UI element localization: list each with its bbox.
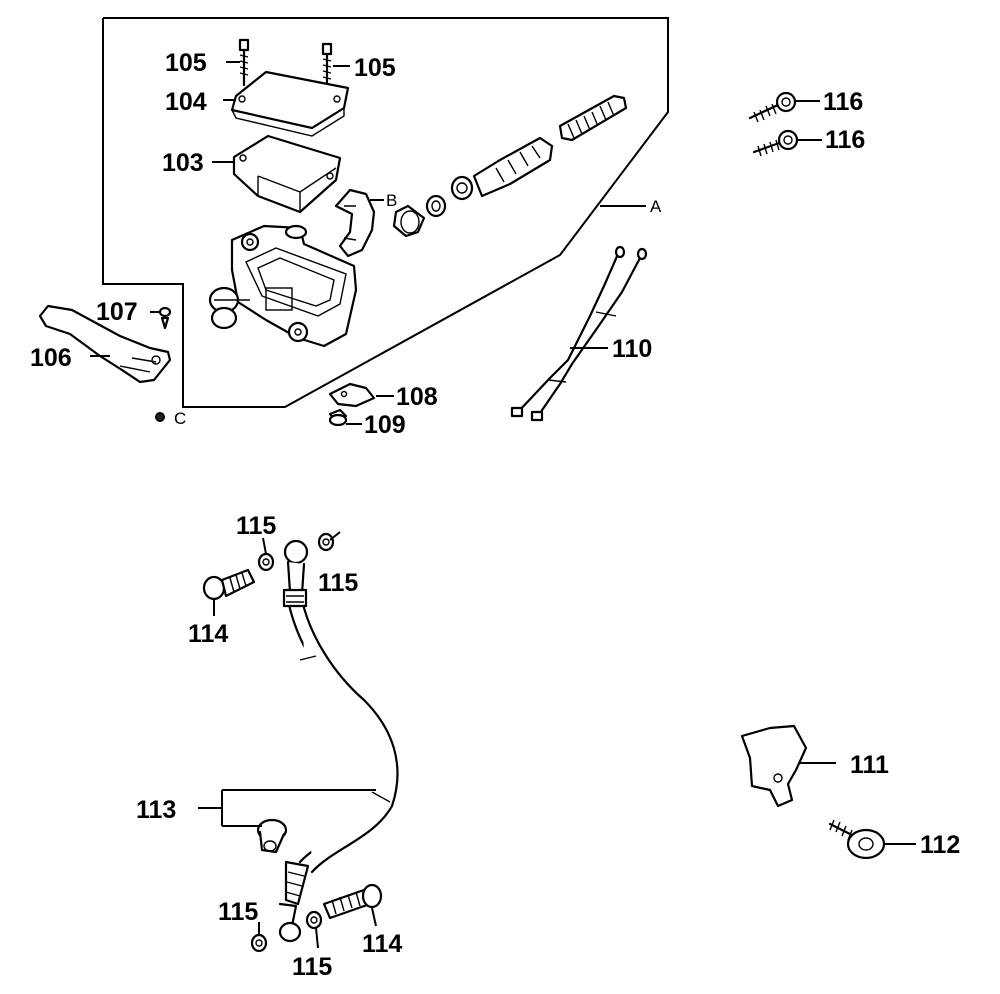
assembly-outline [102,17,669,408]
label-110: 110 [612,335,652,363]
label-115-a: 115 [236,512,276,540]
piston-assembly[interactable] [392,94,628,238]
switch-108[interactable] [328,382,376,408]
screw-105-right[interactable] [321,42,333,88]
label-107: 107 [96,298,138,326]
cap-104[interactable] [230,70,350,137]
bolt-112[interactable] [828,819,886,860]
label-112: 112 [920,831,960,859]
label-105-right: 105 [354,54,396,82]
bolt-116-bottom[interactable] [752,129,799,157]
label-111: 111 [850,751,889,779]
banjo-bolt-114-top[interactable] [202,568,256,601]
label-116-top: 116 [823,88,863,116]
brake-hose-113[interactable] [278,539,399,943]
wire-harness-110[interactable] [510,245,648,422]
washer-115-b[interactable] [317,532,335,552]
screw-107[interactable] [158,306,172,330]
label-115-c: 115 [218,898,258,926]
label-115-d: 115 [292,953,332,981]
label-104: 104 [165,88,207,116]
screw-109[interactable] [328,408,348,427]
bracket-111[interactable] [740,724,808,808]
label-109: 109 [364,411,406,439]
hose-clip-113[interactable] [256,818,288,854]
banjo-bolt-114-bottom[interactable] [322,883,383,920]
label-105-left: 105 [165,49,207,77]
label-113: 113 [136,796,176,824]
label-115-b: 115 [318,569,358,597]
screw-105-left[interactable] [238,38,250,87]
label-114-top: 114 [188,620,228,648]
ref-c: C [174,409,186,428]
washer-115-d[interactable] [305,910,323,930]
master-cylinder-body[interactable] [208,224,358,348]
ref-b: B [386,191,397,210]
lever-106[interactable] [38,304,172,384]
nut-c[interactable] [155,412,165,422]
washer-115-a[interactable] [257,552,275,572]
label-108: 108 [396,383,438,411]
clamp-b[interactable] [334,188,376,258]
label-103: 103 [162,149,204,177]
label-106: 106 [30,344,72,372]
label-116-bottom: 116 [825,126,865,154]
ref-a: A [650,197,662,216]
bolt-116-top[interactable] [748,91,797,123]
diaphragm-103[interactable] [232,134,342,214]
washer-115-c[interactable] [250,933,268,953]
label-114-bottom: 114 [362,930,402,958]
